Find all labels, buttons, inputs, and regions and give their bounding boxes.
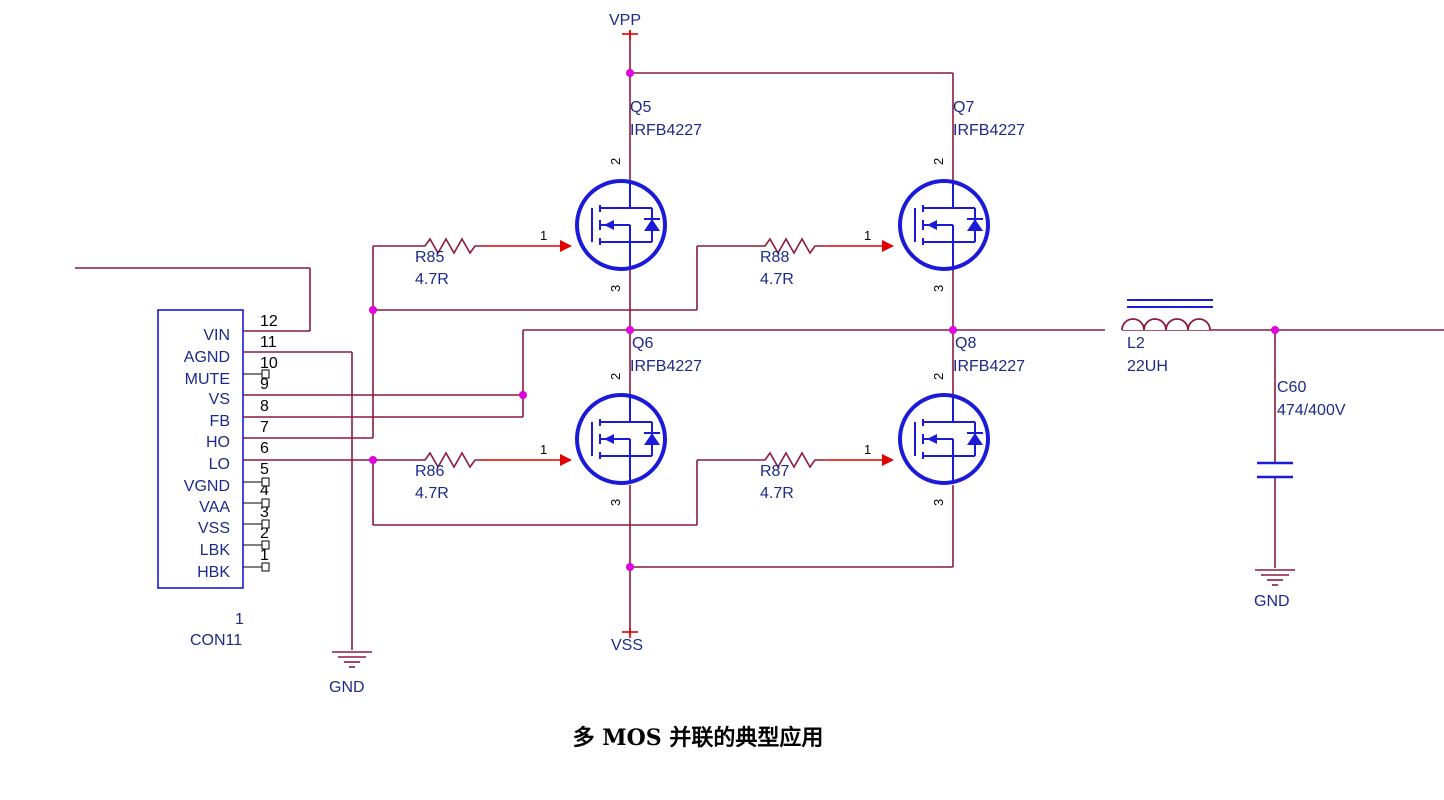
wires [75,30,1444,650]
q6-part: IRFB4227 [630,358,702,375]
pin-name-vin: VIN [203,327,230,344]
ground-symbol-left: GND [329,651,372,696]
pin-num-4: 4 [260,482,269,499]
q6-pin-drain: 2 [608,373,623,380]
q7-pin-gate: 1 [864,228,871,243]
pin-name-vaa: VAA [199,499,230,516]
connector-pin-names: VIN AGND MUTE VS FB HO LO VGND VAA VSS L… [184,327,231,581]
resistor-r87: R87 4.7R [755,451,823,502]
gate-arrow-q5 [560,240,572,252]
connector-pin-numbers: 12 11 10 9 8 7 6 5 4 3 2 1 [260,313,278,564]
r88-value: 4.7R [760,271,794,288]
q7-ref: Q7 [953,99,974,116]
pin-name-vgnd: VGND [184,478,230,495]
q5-ref: Q5 [630,99,651,116]
r88-ref: R88 [760,249,789,266]
pin-num-9: 9 [260,376,269,393]
junction-dot [626,563,634,571]
gate-arrow-q6 [560,454,572,466]
pin-name-agnd: AGND [184,349,230,366]
vpp-label: VPP [609,12,641,29]
junction-dot [369,306,377,314]
pin-name-hbk: HBK [197,564,230,581]
pin-num-3: 3 [260,504,269,521]
mosfet-q6: Q6 IRFB4227 2 1 3 [540,335,702,506]
q8-pin-gate: 1 [864,442,871,457]
diagram-caption: 多 MOS 并联的典型应用 [573,725,824,751]
c60-value: 474/400V [1277,402,1346,419]
pin-name-vs: VS [209,391,230,408]
pin-name-fb: FB [210,413,230,430]
mosfet-q7: Q7 IRFB4227 2 1 3 [864,99,1025,292]
q7-pin-source: 3 [931,285,946,292]
r85-value: 4.7R [415,271,449,288]
pin-num-8: 8 [260,398,269,415]
pin-name-lbk: LBK [200,542,231,559]
pin-name-ho: HO [206,434,230,451]
pin-num-2: 2 [260,525,269,542]
q5-pin-gate: 1 [540,228,547,243]
r86-value: 4.7R [415,485,449,502]
gnd-right-label: GND [1254,593,1290,610]
connector-con11: VIN AGND MUTE VS FB HO LO VGND VAA VSS L… [157,309,278,649]
r85-ref: R85 [415,249,444,266]
junction-dot [369,456,377,464]
pin-num-12: 12 [260,313,278,330]
pin-name-vss: VSS [198,520,230,537]
junction-dots [369,69,1279,571]
q6-ref: Q6 [632,335,653,352]
resistor-r85: R85 4.7R [415,237,483,288]
q8-pin-drain: 2 [931,373,946,380]
ground-symbol-right: GND [1254,569,1295,610]
l2-ref: L2 [1127,335,1145,352]
q5-part: IRFB4227 [630,122,702,139]
pin-num-7: 7 [260,419,269,436]
gnd-left-label: GND [329,679,365,696]
junction-dot [1271,326,1279,334]
capacitor-c60: C60 474/400V [1257,379,1346,479]
gate-arrow-q7 [882,240,894,252]
q8-part: IRFB4227 [953,358,1025,375]
mosfet-q8: Q8 IRFB4227 2 1 3 [864,335,1025,506]
resistor-r88: R88 4.7R [755,237,823,288]
gate-leads [483,30,894,638]
q8-pin-source: 3 [931,499,946,506]
inductor-l2: L2 22UH [1105,299,1213,375]
q7-part: IRFB4227 [953,122,1025,139]
connector-pin-leads [243,369,270,572]
mosfet-q5: Q5 IRFB4227 2 1 3 [540,99,702,292]
junction-dot [949,326,957,334]
pin-name-lo: LO [209,456,230,473]
connector-ref: 1 [235,611,244,628]
junction-dot [519,391,527,399]
pin-num-10: 10 [260,355,278,372]
r87-ref: R87 [760,463,789,480]
r86-ref: R86 [415,463,444,480]
connector-body [157,309,244,589]
q6-pin-source: 3 [608,499,623,506]
q5-pin-source: 3 [608,285,623,292]
q8-ref: Q8 [955,335,976,352]
pin-num-11: 11 [260,334,277,351]
pin-name-mute: MUTE [185,371,230,388]
q7-pin-drain: 2 [931,158,946,165]
pin-num-1: 1 [260,547,269,564]
c60-ref: C60 [1277,379,1306,396]
gate-arrow-q8 [882,454,894,466]
pin-num-6: 6 [260,440,269,457]
resistor-r86: R86 4.7R [415,451,483,502]
l2-value: 22UH [1127,358,1168,375]
vss-label: VSS [611,637,643,654]
pin-num-5: 5 [260,461,269,478]
r87-value: 4.7R [760,485,794,502]
q6-pin-gate: 1 [540,442,547,457]
junction-dot [626,69,634,77]
q5-pin-drain: 2 [608,158,623,165]
connector-part: CON11 [190,632,242,649]
junction-dot [626,326,634,334]
